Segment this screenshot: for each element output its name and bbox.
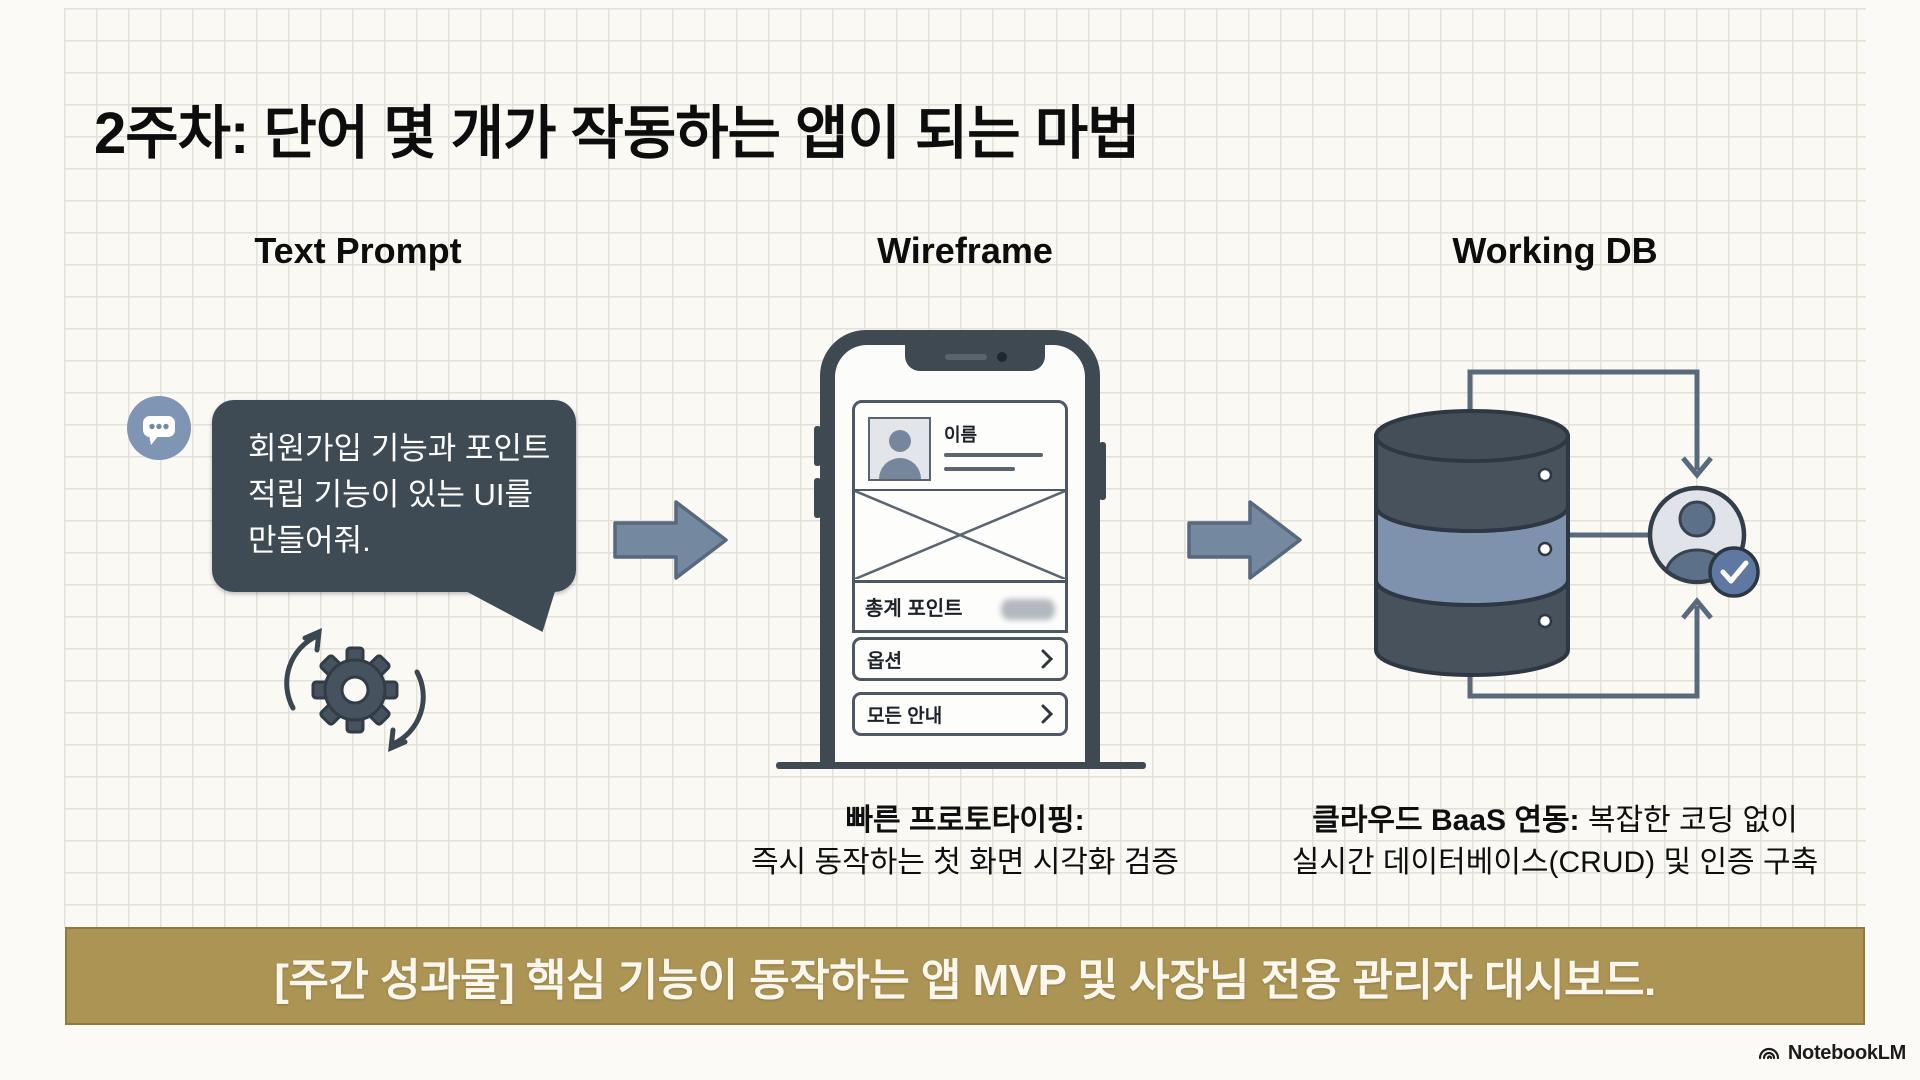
phone-camera-dot — [997, 352, 1007, 362]
check-badge-icon — [1708, 546, 1760, 598]
working-db-caption: 클라우드 BaaS 연동: 복잡한 코딩 없이 실시간 데이터베이스(CRUD)… — [1270, 800, 1840, 884]
field-line — [944, 453, 1043, 457]
total-points-label: 총계 포인트 — [865, 598, 963, 620]
weekly-outcome-banner: [주간 성과물] 핵심 기능이 동작하는 앱 MVP 및 사장님 전용 관리자 … — [65, 927, 1865, 1025]
guide-row-label: 모든 안내 — [867, 705, 943, 727]
column-header-text-prompt: Text Prompt — [254, 230, 462, 271]
phone-side-button — [814, 478, 821, 518]
wireframe-caption-line2: 즉시 동작하는 첫 화면 시각화 검증 — [750, 846, 1180, 879]
total-points-row: 총계 포인트 — [852, 580, 1068, 633]
banner-text: [주간 성과물] 핵심 기능이 동작하는 앱 MVP 및 사장님 전용 관리자 … — [274, 956, 1656, 1005]
column-header-working-db: Working DB — [1452, 230, 1658, 271]
phone-side-button — [1099, 442, 1106, 500]
notebooklm-logo-icon — [1758, 1047, 1779, 1060]
phone-notch — [905, 345, 1045, 371]
wireframe-caption-bold: 빠른 프로토타이핑: — [845, 804, 1085, 837]
field-line — [944, 467, 1015, 471]
chat-bubble-icon — [127, 396, 191, 460]
right-block-arrow-icon — [612, 498, 730, 587]
chevron-right-icon — [1041, 649, 1053, 669]
image-placeholder-x — [852, 489, 1068, 583]
prompt-text: 회원가입 기능과 포인트 적립 기능이 있는 UI를 만들어줘. — [248, 431, 551, 558]
db-caption-line2: 실시간 데이터베이스(CRUD) 및 인증 구축 — [1291, 846, 1819, 879]
right-block-arrow-icon — [1186, 498, 1304, 587]
profile-photo-placeholder — [868, 417, 931, 481]
column-header-wireframe: Wireframe — [877, 230, 1053, 271]
database-stack-icon — [1374, 409, 1570, 677]
brand-name: NotebookLM — [1787, 1041, 1906, 1064]
name-field-label: 이름 — [944, 425, 978, 445]
phone-baseline — [776, 762, 1146, 769]
gear-refresh-icon — [255, 600, 445, 775]
notebooklm-brand: NotebookLM — [1757, 1038, 1906, 1068]
phone-speaker — [945, 354, 987, 360]
db-caption-bold: 클라우드 BaaS 연동: — [1312, 804, 1580, 837]
options-row: 옵션 — [852, 637, 1068, 681]
options-row-label: 옵션 — [867, 650, 902, 672]
blurred-value-placeholder — [1001, 599, 1055, 620]
wireframe-caption: 빠른 프로토타이핑: 즉시 동작하는 첫 화면 시각화 검증 — [705, 800, 1225, 884]
chevron-right-icon — [1041, 704, 1053, 724]
prompt-speech-bubble: 회원가입 기능과 포인트 적립 기능이 있는 UI를 만들어줘. — [212, 400, 576, 632]
slide-title: 2주차: 단어 몇 개가 작동하는 앱이 되는 마법 — [94, 101, 1141, 166]
phone-side-button — [814, 426, 821, 466]
guide-row: 모든 안내 — [852, 692, 1068, 736]
database-user-diagram — [1340, 358, 1820, 723]
person-icon — [878, 430, 921, 479]
profile-card: 이름 — [852, 400, 1068, 492]
phone-screen: 이름 총계 포인트 옵션 모든 안내 — [835, 345, 1085, 766]
phone-mockup: 이름 총계 포인트 옵션 모든 안내 — [814, 330, 1106, 766]
db-caption-rest: 복잡한 코딩 없이 — [1579, 804, 1798, 837]
user-verified-icon — [1647, 485, 1760, 598]
